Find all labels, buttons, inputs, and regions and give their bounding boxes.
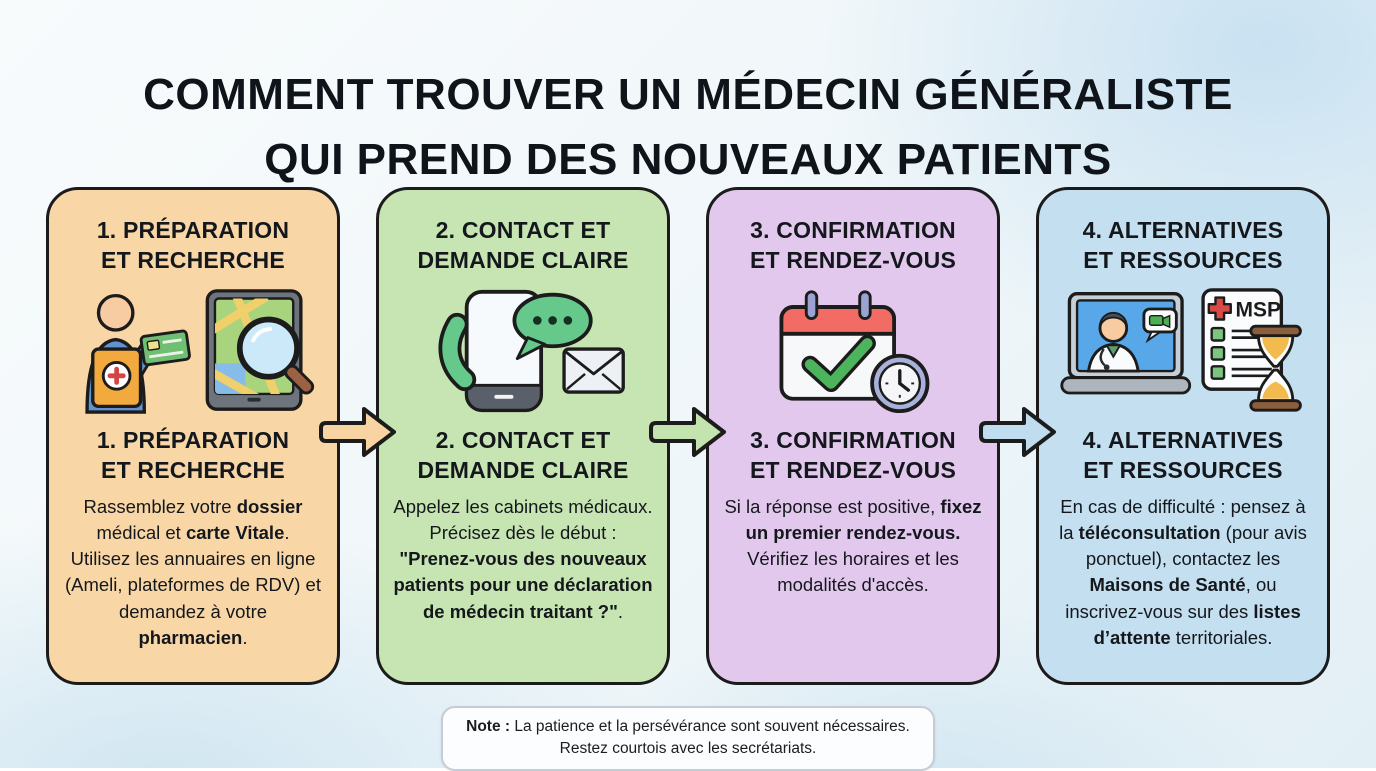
clock-icon	[869, 353, 929, 413]
flow-arrow-icon	[646, 402, 730, 462]
hourglass-icon	[1248, 324, 1302, 412]
alternatives-illustration: MSP	[1056, 288, 1311, 414]
confirmation-illustration	[756, 288, 951, 414]
note-line-1: Note : La patience et la persévérance so…	[466, 718, 910, 735]
step-card-preparation: 1. PRÉPARATION ET RECHERCHE	[46, 187, 340, 685]
step-subtitle: 3. CONFIRMATION ET RENDEZ-VOUS	[750, 426, 956, 483]
steps-row: 1. PRÉPARATION ET RECHERCHE	[46, 187, 1330, 685]
step-description: Appelez les cabinets médicaux. Précisez …	[393, 495, 653, 622]
phone-call-icon	[438, 312, 477, 391]
envelope-icon	[562, 347, 625, 394]
msp-label: MSP	[1235, 298, 1281, 321]
step-title: 3. CONFIRMATION ET RENDEZ-VOUS	[750, 217, 956, 273]
calendar-check-icon	[779, 290, 896, 401]
step-card-alternatives: 4. ALTERNATIVES ET RESSOURCES	[1036, 187, 1330, 685]
page-title: COMMENT TROUVER UN MÉDECIN GÉNÉRALISTE Q…	[143, 70, 1233, 185]
teleconsultation-laptop-icon	[1059, 291, 1191, 395]
step-description: En cas de difficulté : pensez à la téléc…	[1059, 495, 1307, 648]
carte-vitale-icon	[139, 329, 191, 366]
contact-illustration	[414, 288, 632, 414]
flow-arrow-icon	[316, 402, 400, 462]
flow-arrow-icon	[976, 402, 1060, 462]
note-line-2: Restez courtois avec les secrétariats.	[559, 740, 817, 758]
step-subtitle: 4. ALTERNATIVES ET RESSOURCES	[1082, 426, 1284, 483]
step-title: 1. PRÉPARATION ET RECHERCHE	[96, 217, 290, 273]
step-description: Si la réponse est positive, fixez un pre…	[724, 495, 982, 596]
medical-folder-person-icon	[85, 293, 191, 414]
preparation-illustration	[68, 288, 318, 414]
note-box: Note : La patience et la persévérance so…	[441, 706, 935, 771]
chat-bubble-icon	[512, 292, 593, 360]
video-chat-icon	[1141, 307, 1178, 344]
step-title: 2. CONTACT ET DEMANDE CLAIRE	[417, 217, 629, 273]
step-title: 4. ALTERNATIVES ET RESSOURCES	[1082, 217, 1284, 273]
step-subtitle: 2. CONTACT ET DEMANDE CLAIRE	[417, 426, 629, 483]
step-card-confirmation: 3. CONFIRMATION ET RENDEZ-VOUS	[706, 187, 1000, 685]
step-description: Rassemblez votre dossier médical et cart…	[64, 495, 321, 648]
map-search-tablet-icon	[205, 288, 315, 411]
step-subtitle: 1. PRÉPARATION ET RECHERCHE	[96, 426, 290, 483]
step-card-contact: 2. CONTACT ET DEMANDE CLAIRE	[376, 187, 670, 685]
